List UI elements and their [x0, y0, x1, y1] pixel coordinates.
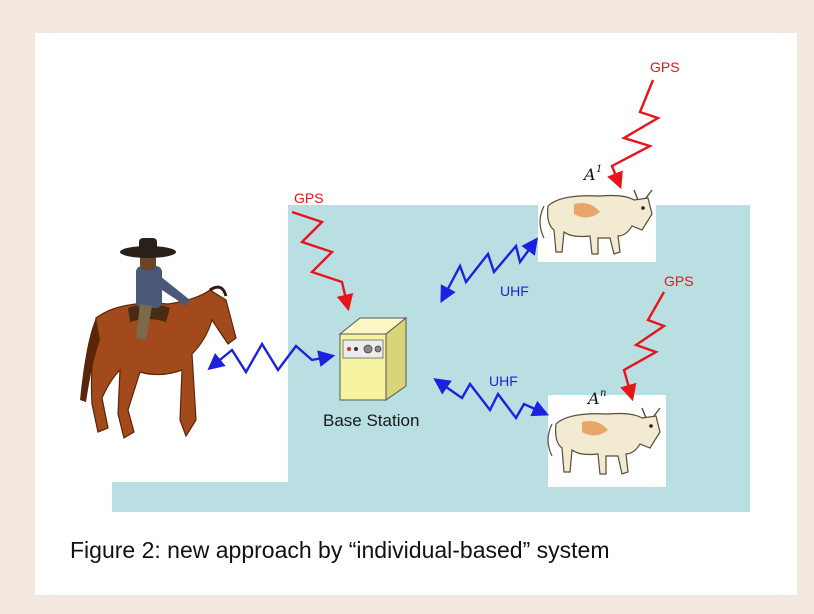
uhf-link-rider [207, 341, 336, 375]
gps-signal-station [291, 210, 354, 312]
gps-signal-cow-an [620, 291, 667, 402]
cow-an-superscript: n [600, 388, 606, 399]
base-station-icon [338, 316, 408, 401]
cow-icon [547, 407, 661, 475]
uhf-label-cow-a1: UHF [500, 283, 529, 299]
cow-a1-label: A [582, 165, 596, 184]
gps-label-cow-an: GPS [664, 273, 694, 289]
cow-an-label: A [586, 389, 600, 408]
cow-a1-superscript: 1 [596, 164, 602, 175]
cow-icon [539, 189, 653, 255]
uhf-link-cow-an [433, 378, 550, 421]
horse-rider-icon [80, 238, 237, 439]
uhf-link-cow-a1 [440, 237, 538, 303]
uhf-label-cow-an: UHF [489, 373, 518, 389]
base-station-label: Base Station [323, 411, 419, 430]
gps-label-station: GPS [294, 190, 324, 206]
figure-caption: Figure 2: new approach by “individual-ba… [70, 537, 610, 563]
gps-label-cow-a1: GPS [650, 59, 680, 75]
gps-signal-cow-a1 [607, 79, 661, 190]
